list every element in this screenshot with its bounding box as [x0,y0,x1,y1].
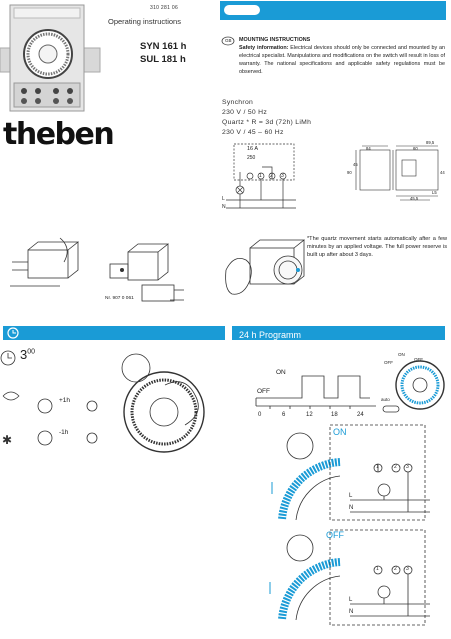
mounting-instructions: MOUNTING INSTRUCTIONS Safety information… [221,36,445,76]
safety-label: Safety information: [239,45,289,51]
wire-l: L [349,597,353,603]
product-name-sul: SUL 181 h [140,54,186,65]
dim-label: 44 [440,170,445,175]
axis-tick: 6 [282,412,286,418]
time-minutes: 00 [27,348,36,356]
wire-n: N [349,505,354,511]
wire-n: N [349,609,354,615]
axis-tick: 12 [306,412,313,418]
axis-tick: 0 [258,412,262,418]
terminal-1: 1 [376,464,379,470]
terminal-1: 1 [259,173,262,179]
gb-badge: GB [225,38,232,43]
theben-logo: theben [3,117,115,152]
axis-tick: 24 [357,412,364,418]
dim-label: 84 [366,146,371,151]
terminal-2: 2 [394,464,397,470]
safety-text: Electrical devices should only be connec… [239,45,445,75]
specifications: Synchron 230 V / 50 Hz Quartz * R = 3d (… [222,98,311,138]
product-name-syn: SYN 161 h [140,41,187,52]
spec-line: Quartz * R = 3d (72h) LiMh [222,119,312,126]
spec-line: 230 V / 50 Hz [222,109,268,116]
timing-on-label: ON [276,369,286,376]
svg-text:✱: ✱ [2,433,12,447]
quartz-note: *The quartz movement starts automaticall… [307,236,447,258]
wire-l: L [222,196,225,202]
terminal-1: 1 [376,566,379,572]
terminal-3: 3 [406,464,409,470]
mounting-heading: MOUNTING INSTRUCTIONS [239,37,311,43]
time-hour: 3 [20,347,28,362]
dim-label: 45 [353,162,358,167]
dim-label: 89,5 [426,140,435,145]
wire-n: N [222,204,226,210]
spec-line: 230 V / 45 – 60 Hz [222,129,284,136]
terminal-3: 3 [281,173,284,179]
voltage-label: 250 [247,155,256,161]
dim-label: L5 [432,190,437,195]
auto-label: auto [381,397,390,402]
dial-on-label: ON [398,352,405,357]
mounting-safety-text: Safety information: Electrical devices s… [221,44,445,76]
terminal-2: 2 [270,173,273,179]
spec-line: Synchron [222,99,254,106]
rating-label: 16 A [247,146,259,152]
dim-label: 60 [413,146,418,151]
diagram-on-label: ON [333,427,347,437]
axis-tick: 18 [331,412,338,418]
dim-label: 90 [347,170,352,175]
timing-off-label: OFF [257,388,270,395]
document-number: 310 281 06 [150,5,179,11]
wire-l: L [349,493,353,499]
operating-instructions-title: Operating instructions [108,17,181,26]
dim-label: 45,5 [410,196,419,201]
part-number: Nr. 907 0 061 [105,296,134,301]
terminal-3: 3 [406,566,409,572]
diagram-off-label: OFF [326,530,344,540]
winter-offset: -1h [59,429,69,436]
dial-off-label: OFF [384,360,393,365]
terminal-2: 2 [394,566,397,572]
program-title: 24 h Programm [239,330,302,340]
dial-off-label-2: OFF [414,357,423,362]
summer-offset: +1h [59,397,71,404]
set-time-display: 300 [20,347,35,362]
